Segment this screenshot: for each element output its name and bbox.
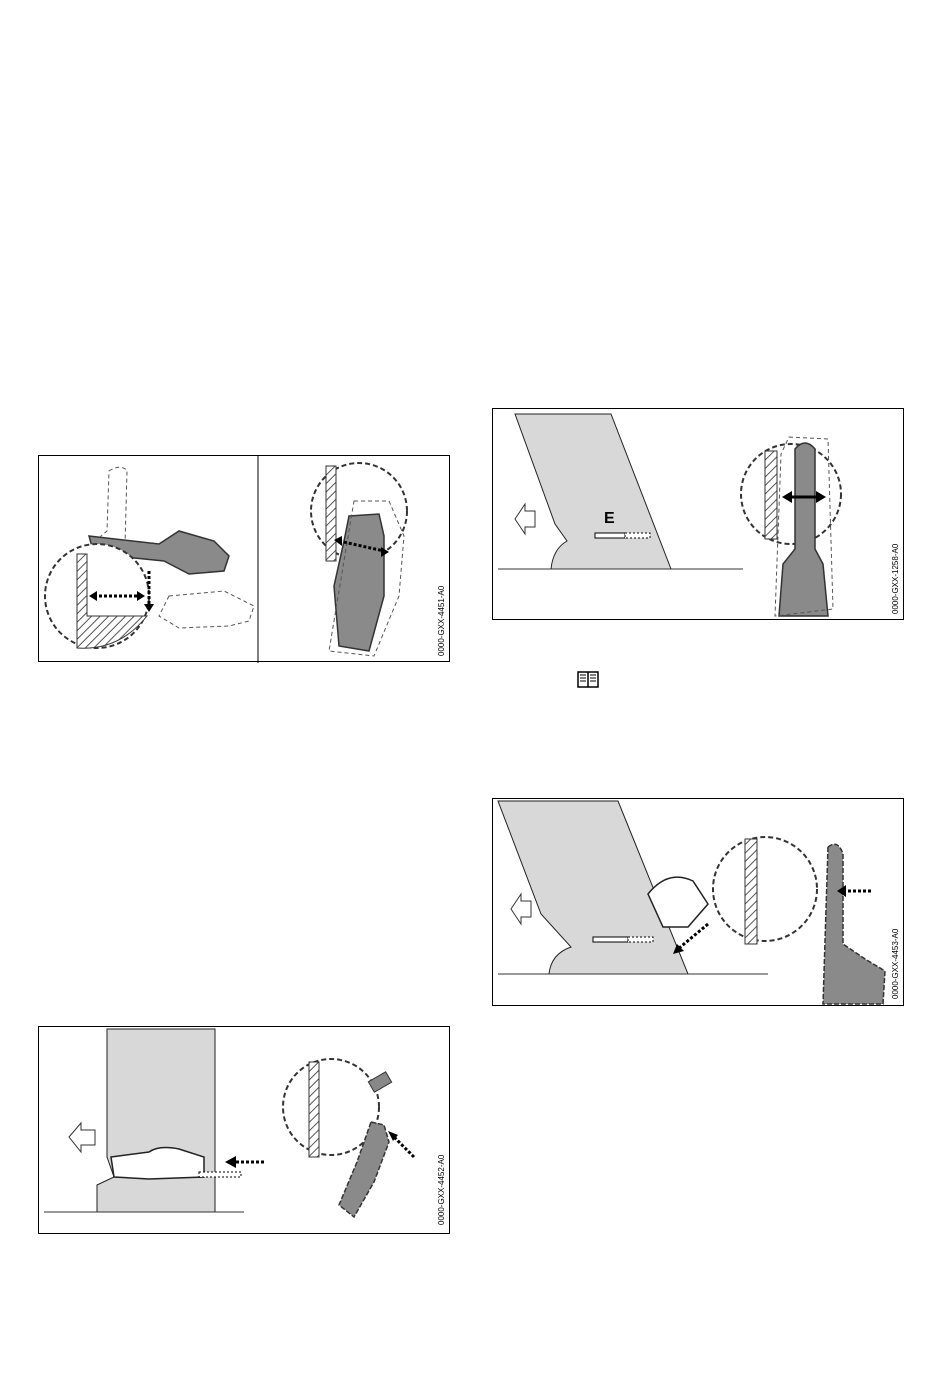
figure-plunge-cut: 0000-GXX-4451-A0 (38, 455, 450, 662)
hatched-cut (745, 839, 757, 944)
back-cut-illustration (493, 799, 905, 1007)
hatched-cut (765, 451, 777, 539)
bore-cut-illustration (39, 1027, 451, 1235)
plunge-cut-illustration (39, 456, 451, 663)
felling-direction-arrow (511, 894, 531, 924)
cut-line-dashed (625, 533, 650, 538)
figure-felling-hinge: E 0000-GXX-1258-A0 (492, 408, 904, 620)
felling-direction-arrow (515, 504, 535, 534)
hatched-cut-right (326, 466, 336, 561)
cut-line-solid (595, 533, 625, 538)
cut-line-dashed (199, 1172, 241, 1177)
book-icon (577, 671, 599, 688)
callout-e: E (604, 510, 615, 528)
felling-hinge-illustration (493, 409, 905, 621)
figure-code: 0000-GXX-4451-A0 (437, 586, 446, 656)
felling-direction-arrow (69, 1123, 95, 1152)
figure-code: 0000-GXX-4453-A0 (891, 929, 900, 999)
figure-bore-cut: 0000-GXX-4452-A0 (38, 1026, 450, 1234)
tree-trunk (97, 1029, 215, 1212)
hatched-cut (309, 1062, 319, 1157)
figure-code: 0000-GXX-1258-A0 (891, 544, 900, 614)
tree-trunk (515, 414, 671, 569)
detail-circle (713, 837, 817, 941)
ghost-saw-horizontal (159, 591, 254, 628)
chainsaw-bar (823, 844, 885, 1004)
cut-line-solid (593, 937, 628, 942)
figure-code: 0000-GXX-4452-A0 (437, 1155, 446, 1225)
figure-back-cut: 0000-GXX-4453-A0 (492, 798, 904, 1006)
cut-line-dashed (628, 937, 653, 942)
